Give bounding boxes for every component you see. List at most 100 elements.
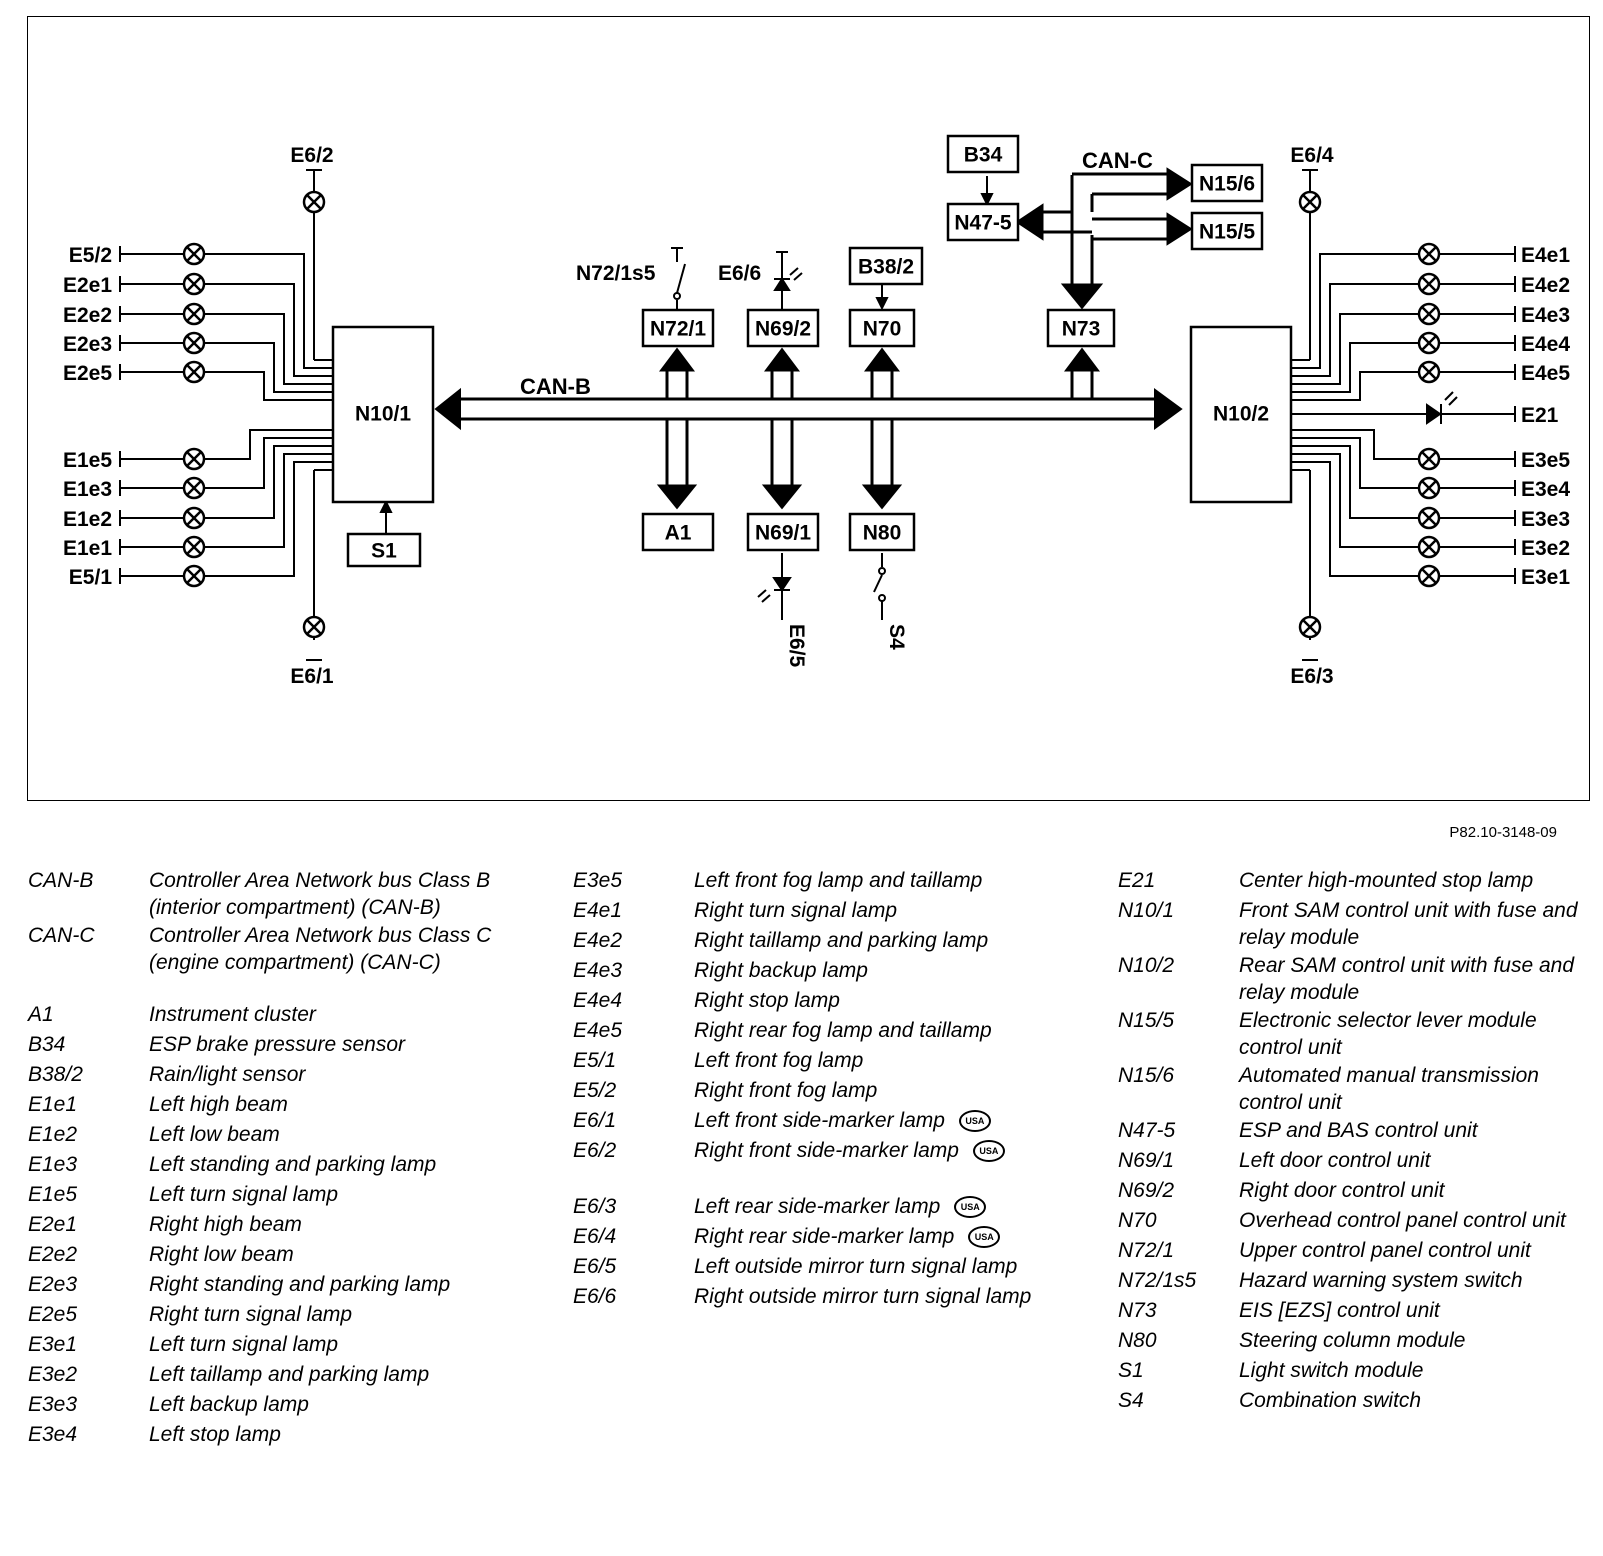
n80-label: N80	[863, 522, 902, 545]
legend-code: N69/2	[1118, 1179, 1175, 1202]
legend-description: Right front fog lamp	[694, 1076, 1073, 1106]
legend-row: N73 EIS [EZS] control unit	[1118, 1296, 1588, 1326]
legend-description: Combination switch	[1239, 1386, 1588, 1416]
legend-description: Left taillamp and parking lamp	[149, 1360, 508, 1390]
lamp-icon-e6-2	[302, 190, 326, 214]
legend-code: N73	[1118, 1299, 1157, 1322]
legend-description-text: Right standing and parking lamp	[149, 1273, 451, 1296]
legend-code: E6/2	[573, 1139, 617, 1162]
legend-description-text: Steering column module	[1239, 1329, 1466, 1352]
lamp-icon-right-2	[1417, 272, 1441, 296]
legend-row: E1e5 Left turn signal lamp	[28, 1180, 508, 1210]
legend-description-text: Right turn signal lamp	[694, 899, 898, 922]
diagram-frame	[27, 16, 1590, 801]
n69-2-label: N69/2	[755, 318, 811, 341]
lamp-icon-left-2	[182, 272, 206, 296]
legend-description: Left turn signal lamp	[149, 1180, 508, 1210]
usa-badge-icon: USA	[954, 1196, 987, 1219]
legend-code: E6/3	[573, 1195, 617, 1218]
right-lamp-label-10: E3e1	[1521, 566, 1570, 589]
legend-description: Left high beam	[149, 1090, 508, 1120]
b38-2-label: B38/2	[858, 256, 914, 279]
lamp-icon-right-3	[1417, 302, 1441, 326]
n69-1-label: N69/1	[755, 522, 811, 545]
legend-description-text: Overhead control panel control unit	[1239, 1209, 1566, 1232]
n69-1-box	[746, 512, 820, 552]
legend-code: A1	[28, 1003, 54, 1026]
legend-description-text: Right taillamp and parking lamp	[694, 929, 989, 952]
legend-description: Front SAM control unit with fuse and rel…	[1239, 896, 1588, 951]
legend-description-text: Electronic selector lever module control…	[1239, 1009, 1537, 1059]
legend-description: Upper control panel control unit	[1239, 1236, 1588, 1266]
legend-description-text: Upper control panel control unit	[1239, 1239, 1531, 1262]
legend-description: Left outside mirror turn signal lamp	[694, 1252, 1073, 1282]
lamp-icon-left-6	[182, 447, 206, 471]
legend-code: E2e3	[28, 1273, 78, 1296]
legend-description: EIS [EZS] control unit	[1239, 1296, 1588, 1326]
b34-box	[946, 134, 1020, 174]
n73-box	[1046, 308, 1116, 348]
legend-code: N15/6	[1118, 1064, 1175, 1087]
legend-code: E4e4	[573, 989, 623, 1012]
legend-description-text: Light switch module	[1239, 1359, 1424, 1382]
legend-description: Left standing and parking lamp	[149, 1150, 508, 1180]
left-lamp-label-7: E1e3	[63, 478, 112, 501]
lamp-icon-e6-3	[1298, 615, 1322, 639]
legend-description-text: Controller Area Network bus Class C (eng…	[149, 924, 492, 974]
lamp-icon-e6-1	[302, 615, 326, 639]
legend-description-text: Left high beam	[149, 1093, 288, 1116]
n15-6-label: N15/6	[1199, 173, 1255, 196]
e21-led-symbol	[1426, 391, 1458, 425]
legend-description-text: Controller Area Network bus Class B (int…	[149, 869, 491, 919]
e6-5-label: E6/5	[785, 624, 808, 668]
legend-code: E3e3	[28, 1393, 78, 1416]
n15-5-label: N15/5	[1199, 221, 1255, 244]
n70-box	[848, 308, 916, 348]
legend-description-text: Right stop lamp	[694, 989, 840, 1012]
right-harness	[1291, 169, 1516, 661]
left-lamp-label-1: E5/2	[69, 244, 112, 267]
legend-description: Center high-mounted stop lamp	[1239, 866, 1588, 896]
wiring-diagram: N10/1 N10/2 S1 N72/1 N69/2 N70 N73 A1 N6…	[63, 134, 1570, 688]
b34-label: B34	[964, 144, 1003, 167]
lamp-icon-right-5	[1417, 360, 1441, 384]
legend-description-text: Left front side-marker lamp	[694, 1109, 945, 1132]
legend-description: Right turn signal lamp	[149, 1300, 508, 1330]
legend-description: Controller Area Network bus Class B (int…	[149, 866, 508, 921]
legend-description: Left front fog lamp and taillamp	[694, 866, 1073, 896]
lamp-icon-left-9	[182, 535, 206, 559]
legend-description-text: Automated manual transmission control un…	[1239, 1064, 1539, 1114]
legend-row: E2e3 Right standing and parking lamp	[28, 1270, 508, 1300]
legend-code: E1e2	[28, 1123, 78, 1146]
legend-description: Controller Area Network bus Class C (eng…	[149, 921, 508, 976]
legend-code: E6/5	[573, 1255, 617, 1278]
legend-description-text: ESP brake pressure sensor	[149, 1033, 406, 1056]
legend-description-text: ESP and BAS control unit	[1239, 1119, 1478, 1142]
legend-description-text: Rear SAM control unit with fuse and rela…	[1239, 954, 1574, 1004]
legend-description: Left turn signal lamp	[149, 1330, 508, 1360]
legend-description-text: Instrument cluster	[149, 1003, 316, 1026]
legend-code: N10/2	[1118, 954, 1175, 977]
legend-code: E2e1	[28, 1213, 78, 1236]
legend-code: E5/2	[573, 1079, 617, 1102]
legend-description: Right backup lamp	[694, 956, 1073, 986]
legend-code: E1e5	[28, 1183, 78, 1206]
legend-description-text: Left front fog lamp and taillamp	[694, 869, 983, 892]
legend-code: E6/1	[573, 1109, 617, 1132]
left-lamp-label-4: E2e3	[63, 333, 112, 356]
legend-code: E5/1	[573, 1049, 617, 1072]
lamp-icon-e6-4	[1298, 190, 1322, 214]
